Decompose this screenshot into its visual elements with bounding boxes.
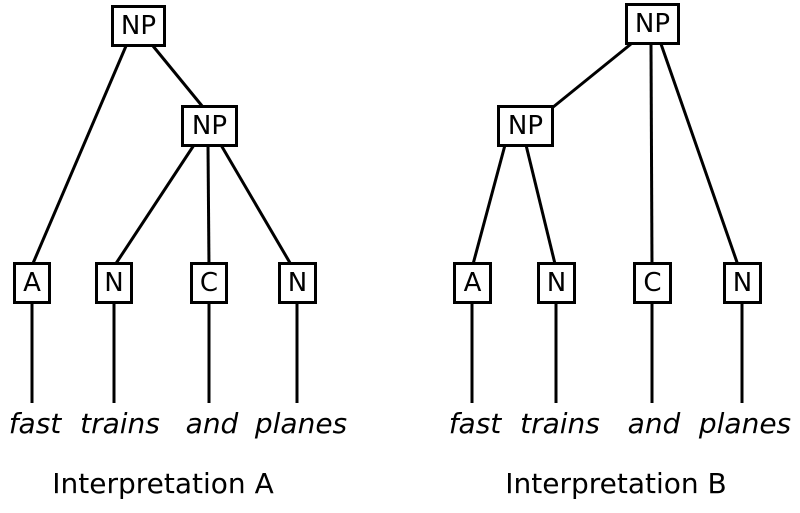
tree-a-node-n1: N xyxy=(95,262,133,304)
edge-b-root-to-n2 xyxy=(659,43,741,269)
tree-a-node-c: C xyxy=(190,262,228,304)
tree-a-word-planes: planes xyxy=(254,407,348,440)
edge-a-innernp-to-n1 xyxy=(111,144,196,269)
edge-a-innernp-to-c xyxy=(206,144,211,269)
edge-a-innernp-to-n2 xyxy=(219,144,295,269)
tree-b-inner-np-node: NP xyxy=(497,105,554,147)
tree-b-node-n2: N xyxy=(723,262,762,304)
tree-a-word-and: and xyxy=(185,407,239,440)
edge-b-innernp-to-n1 xyxy=(524,144,558,269)
tree-a-word-fast: fast xyxy=(8,407,62,440)
tree-a-word-trains: trains xyxy=(80,407,160,440)
tree-b-caption: Interpretation B xyxy=(505,467,727,500)
edge-b-root-to-innernp xyxy=(546,42,632,114)
tree-b-node-a: A xyxy=(453,262,492,304)
edge-a-root-to-innernp xyxy=(151,45,209,113)
tree-a-inner-np-node: NP xyxy=(181,105,238,147)
tree-b-word-planes: planes xyxy=(698,407,792,440)
tree-b-word-trains: trains xyxy=(520,407,600,440)
tree-b-word-fast: fast xyxy=(448,407,502,440)
tree-b-node-c: C xyxy=(633,262,672,304)
tree-a-node-n2: N xyxy=(278,262,317,304)
tree-a-node-a: A xyxy=(13,262,51,304)
edge-a-root-to-adj xyxy=(29,45,128,269)
tree-a-caption: Interpretation A xyxy=(52,467,274,500)
edge-b-root-to-c xyxy=(649,43,654,269)
tree-b-root-np-node: NP xyxy=(625,3,680,45)
edge-b-innernp-to-adj xyxy=(470,144,507,269)
tree-a-root-np-node: NP xyxy=(111,5,166,47)
tree-b-word-and: and xyxy=(627,407,681,440)
tree-b-node-n1: N xyxy=(537,262,576,304)
